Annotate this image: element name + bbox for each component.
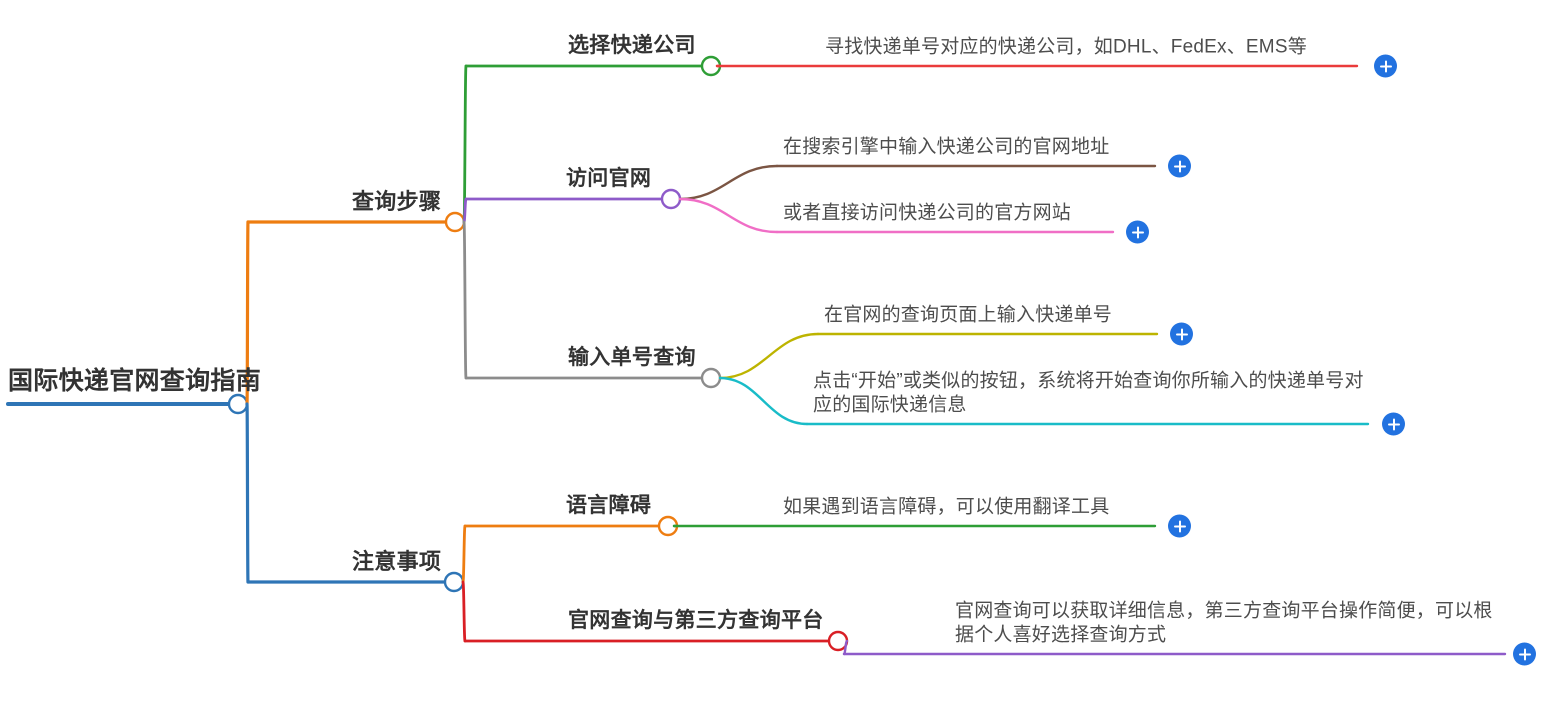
expand-button-compare-query-methods[interactable] (1513, 642, 1536, 666)
branch-handle-notes[interactable] (443, 571, 465, 593)
leaf-node-enter-number-on-site[interactable]: 在官网的查询页面上输入快递单号 (824, 304, 1113, 326)
branch-connector (462, 220, 468, 380)
leaf-node-click-start-button[interactable]: 点击“开始”或类似的按钮，系统将开始查询你所输入的快递单号对应的国际快递信息 (813, 370, 1364, 416)
expand-button-use-translation-tool[interactable] (1168, 514, 1191, 538)
subbranch-handle-official-vs-thirdparty[interactable] (827, 630, 849, 652)
subbranch-node-official-vs-thirdparty[interactable]: 官网查询与第三方查询平台 (568, 609, 824, 633)
subbranch-node-choose-courier[interactable]: 选择快递公司 (568, 34, 696, 58)
branch-connector (718, 376, 809, 426)
subbranch-handle-language-barrier[interactable] (657, 515, 679, 537)
branch-connector (462, 197, 468, 224)
leaf-node-direct-visit-site[interactable]: 或者直接访问快递公司的官方网站 (783, 202, 1072, 224)
leaf-node-compare-query-methods[interactable]: 官网查询可以获取详细信息，第三方查询平台操作简便，可以根据个人喜好选择查询方式 (955, 600, 1493, 646)
subbranch-handle-choose-courier[interactable] (700, 55, 722, 77)
expand-button-courier-examples[interactable] (1374, 54, 1397, 78)
expand-button-enter-number-on-site[interactable] (1170, 322, 1193, 346)
branch-connector (245, 402, 250, 584)
branch-connector (462, 64, 468, 224)
branch-handle-query-steps[interactable] (444, 211, 466, 233)
branch-connector (718, 332, 820, 380)
leaf-node-courier-examples[interactable]: 寻找快递单号对应的快递公司，如DHL、FedEx、EMS等 (825, 36, 1307, 58)
branch-connector (461, 524, 467, 584)
subbranch-node-visit-official-site[interactable]: 访问官网 (566, 167, 652, 191)
leaf-node-search-engine-url[interactable]: 在搜索引擎中输入快递公司的官网地址 (783, 136, 1110, 158)
branch-node-query-steps[interactable]: 查询步骤 (352, 188, 442, 214)
subbranch-handle-visit-official-site[interactable] (660, 188, 682, 210)
branch-connector (461, 580, 467, 643)
branch-node-notes[interactable]: 注意事项 (352, 548, 442, 574)
expand-button-click-start-button[interactable] (1382, 412, 1405, 436)
branch-connector (842, 639, 849, 656)
branch-connector (678, 164, 779, 201)
subbranch-node-enter-tracking-number[interactable]: 输入单号查询 (568, 346, 696, 370)
leaf-node-use-translation-tool[interactable]: 如果遇到语言障碍，可以使用翻译工具 (783, 496, 1110, 518)
subbranch-handle-enter-tracking-number[interactable] (700, 367, 722, 389)
root-node-label[interactable]: 国际快递官网查询指南 (8, 367, 262, 395)
branch-connector (678, 197, 779, 234)
root-node-handle[interactable] (227, 393, 249, 415)
expand-button-search-engine-url[interactable] (1168, 154, 1191, 178)
subbranch-node-language-barrier[interactable]: 语言障碍 (566, 494, 652, 518)
expand-button-direct-visit-site[interactable] (1126, 220, 1149, 244)
